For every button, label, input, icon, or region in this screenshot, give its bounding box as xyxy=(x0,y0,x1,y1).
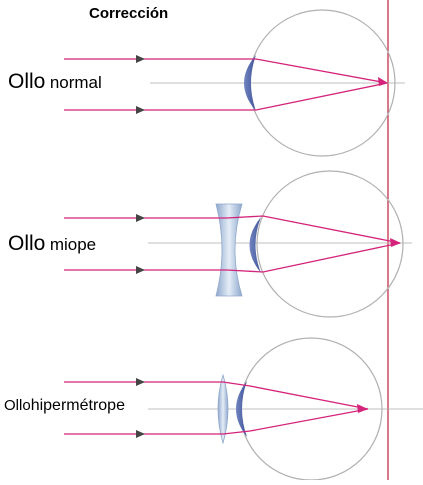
label-condition: normal xyxy=(49,73,102,92)
arrow-head xyxy=(136,430,145,438)
focus-arrow-head xyxy=(378,77,388,86)
light-ray-upper xyxy=(64,215,401,244)
crystalline-lens xyxy=(249,217,261,273)
arrow-head xyxy=(136,106,145,114)
light-ray-lower xyxy=(64,242,401,273)
light-ray-lower xyxy=(64,82,388,111)
label-myopic-eye: Ollo miope xyxy=(8,232,96,256)
myopic-eye-group xyxy=(64,170,412,318)
convex-corrective-lens xyxy=(217,373,229,445)
arrow-head xyxy=(136,266,145,274)
concave-corrective-lens xyxy=(215,203,243,297)
light-ray-upper xyxy=(64,58,388,84)
arrow-head xyxy=(136,378,145,386)
label-word: Ollo xyxy=(4,397,31,414)
label-condition: miope xyxy=(49,235,97,254)
normal-eye-group xyxy=(64,9,405,157)
crystalline-lens xyxy=(244,55,256,111)
focus-arrow-head xyxy=(390,238,401,247)
arrow-head xyxy=(136,214,145,222)
label-hyperopic-eye: Ollohipermétrope xyxy=(4,397,125,415)
arrow-head xyxy=(136,55,145,63)
label-condition: hipermétrope xyxy=(30,397,125,414)
diagram-title: Corrección xyxy=(89,5,169,22)
label-normal-eye: Ollo normal xyxy=(8,70,102,94)
label-word: Ollo xyxy=(8,70,46,93)
focus-arrow-head xyxy=(357,404,368,413)
crystalline-lens xyxy=(236,381,247,437)
eyeball xyxy=(256,170,404,318)
label-word: Ollo xyxy=(8,232,46,255)
